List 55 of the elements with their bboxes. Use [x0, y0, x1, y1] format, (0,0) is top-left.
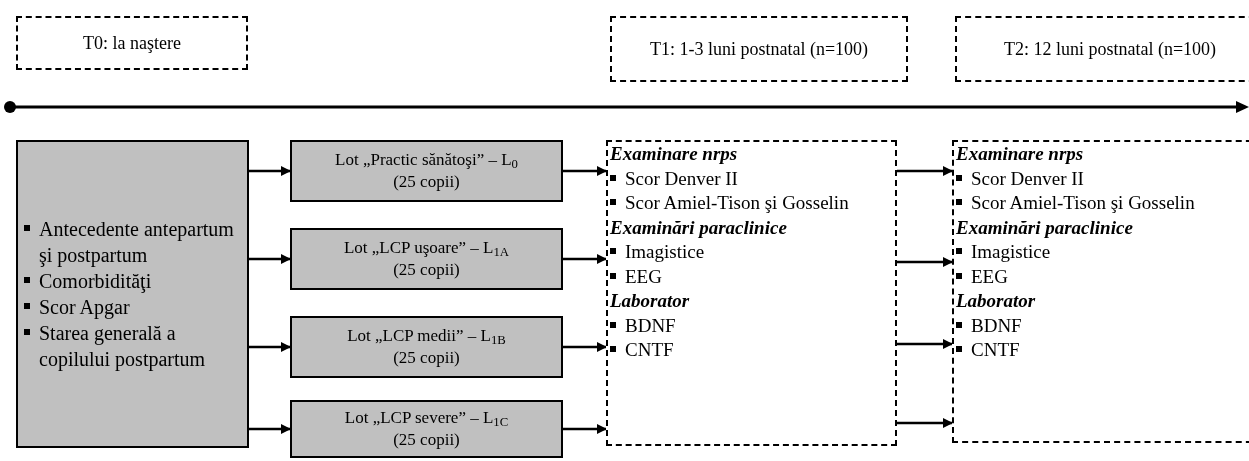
section-heading: Examinare nrps	[610, 142, 739, 166]
arrow	[897, 166, 953, 176]
list-item: CNTF	[625, 338, 674, 362]
examination-box	[606, 140, 897, 446]
section-heading: Examinare nrps	[956, 142, 1085, 166]
list-item: Imagistice	[971, 240, 1051, 264]
list-item: EEG	[625, 264, 662, 289]
list-item: BDNF	[625, 313, 676, 338]
timepoint-label: T1: 1-3 luni postnatal (n=100)	[649, 38, 869, 61]
arrow	[249, 342, 291, 352]
list-item: Starea generală a copilului postpartum	[39, 321, 207, 372]
arrow	[563, 424, 607, 434]
list-item: Antecedente antepartum şi postpartum	[39, 217, 235, 268]
list-item: Scor Apgar	[39, 295, 130, 320]
list-item: BDNF	[971, 313, 1022, 338]
group-box	[290, 140, 563, 202]
arrow	[249, 166, 291, 176]
arrow	[563, 342, 607, 352]
section-heading: Laborator	[610, 289, 691, 313]
factors-box	[16, 140, 249, 448]
arrow	[563, 254, 607, 264]
timepoint-label: T2: 12 luni postnatal (n=100)	[1003, 38, 1217, 61]
list-item: CNTF	[971, 338, 1020, 362]
group-name: Lot „Practic sănătoşi” – L$_{0}$	[335, 149, 518, 171]
group-size: (25 copii)	[393, 347, 460, 369]
timepoint-box	[610, 16, 908, 82]
section-heading: Examinări paraclinice	[610, 215, 788, 240]
arrow	[897, 257, 953, 267]
list-item: Scor Amiel-Tison şi Gosselin	[625, 191, 849, 215]
list-item: Comorbidităţi	[39, 269, 152, 294]
timepoint-box	[16, 16, 248, 70]
group-box	[290, 228, 563, 290]
arrow	[897, 418, 953, 428]
group-size: (25 copii)	[393, 171, 460, 193]
list-item: Scor Denver II	[971, 166, 1084, 191]
section-heading: Examinări paraclinice	[956, 215, 1134, 240]
arrow	[249, 254, 291, 264]
list-item: Scor Amiel-Tison şi Gosselin	[971, 191, 1195, 215]
examination-box	[952, 140, 1249, 443]
list-item: EEG	[971, 264, 1008, 289]
group-name: Lot „LCP medii” – L$_{1B}$	[347, 325, 506, 347]
arrow	[897, 339, 953, 349]
timepoint-box	[955, 16, 1249, 82]
group-size: (25 copii)	[393, 429, 460, 451]
arrow	[563, 166, 607, 176]
group-name: Lot „LCP severe” – L$_{1C}$	[344, 407, 509, 429]
group-box	[290, 400, 563, 458]
group-name: Lot „LCP uşoare” – L$_{1A}$	[343, 237, 510, 259]
group-box	[290, 316, 563, 378]
list-item: Imagistice	[625, 240, 705, 264]
timepoint-label: T0: la naştere	[83, 32, 181, 55]
arrow	[249, 424, 291, 434]
section-heading: Laborator	[956, 289, 1037, 313]
list-item: Scor Denver II	[625, 166, 738, 191]
group-size: (25 copii)	[393, 259, 460, 281]
